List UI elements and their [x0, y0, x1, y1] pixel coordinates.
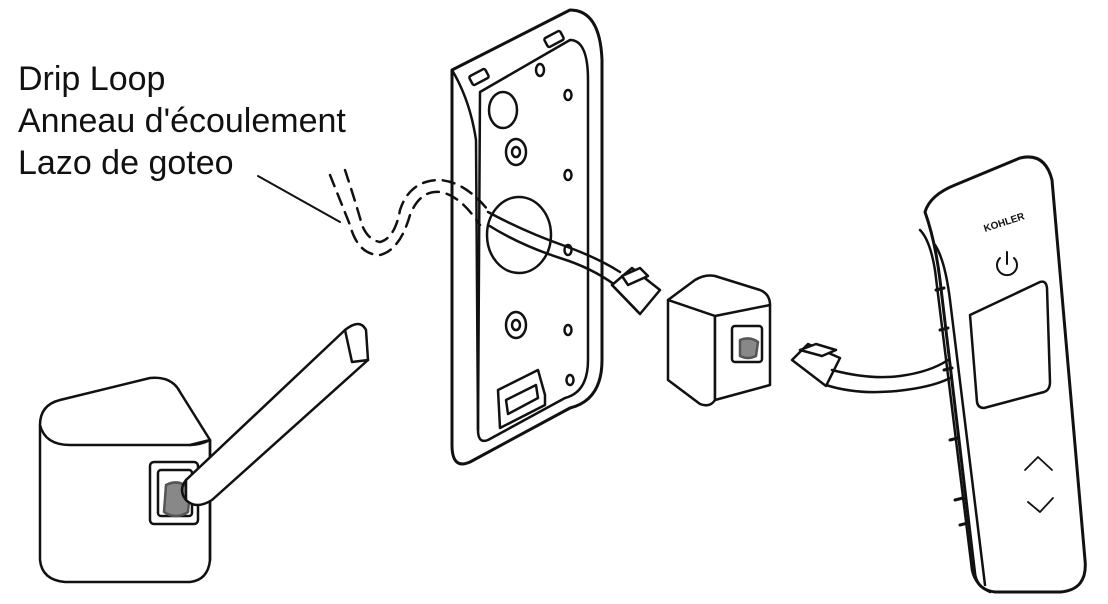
bracket-slot-top-left [468, 67, 490, 87]
coupler-cube-top [38, 376, 212, 447]
drip-loop-cable [328, 168, 490, 257]
drip-loop-callout: Drip Loop Anneau d'écoulement Lazo de go… [18, 58, 346, 184]
bracket-cable [486, 223, 617, 287]
label-drip-loop-french: Anneau d'écoulement [18, 102, 346, 140]
callout-leader-line [257, 175, 341, 223]
mounting-bracket [450, 8, 604, 466]
coupler-with-tool [38, 322, 370, 584]
control-panel: KOHLER [918, 155, 1087, 594]
bracket-wire-opening [485, 195, 553, 275]
panel-display [968, 280, 1052, 410]
label-drip-loop-spanish: Lazo de goteo [18, 144, 234, 182]
down-arrow-icon [1027, 497, 1054, 513]
label-drip-loop-english: Drip Loop [18, 60, 166, 98]
center-coupler-front [666, 298, 717, 407]
bracket-slot-top-right [543, 29, 565, 49]
coupler-jack-latch [162, 481, 192, 518]
cable-plug-right [790, 342, 842, 388]
power-icon [996, 251, 1018, 277]
panel-cable [830, 358, 950, 379]
release-tool-blade [184, 322, 370, 507]
up-arrow-icon [1024, 456, 1053, 471]
cable-plug-left [610, 266, 662, 316]
coupler-center [666, 274, 772, 407]
